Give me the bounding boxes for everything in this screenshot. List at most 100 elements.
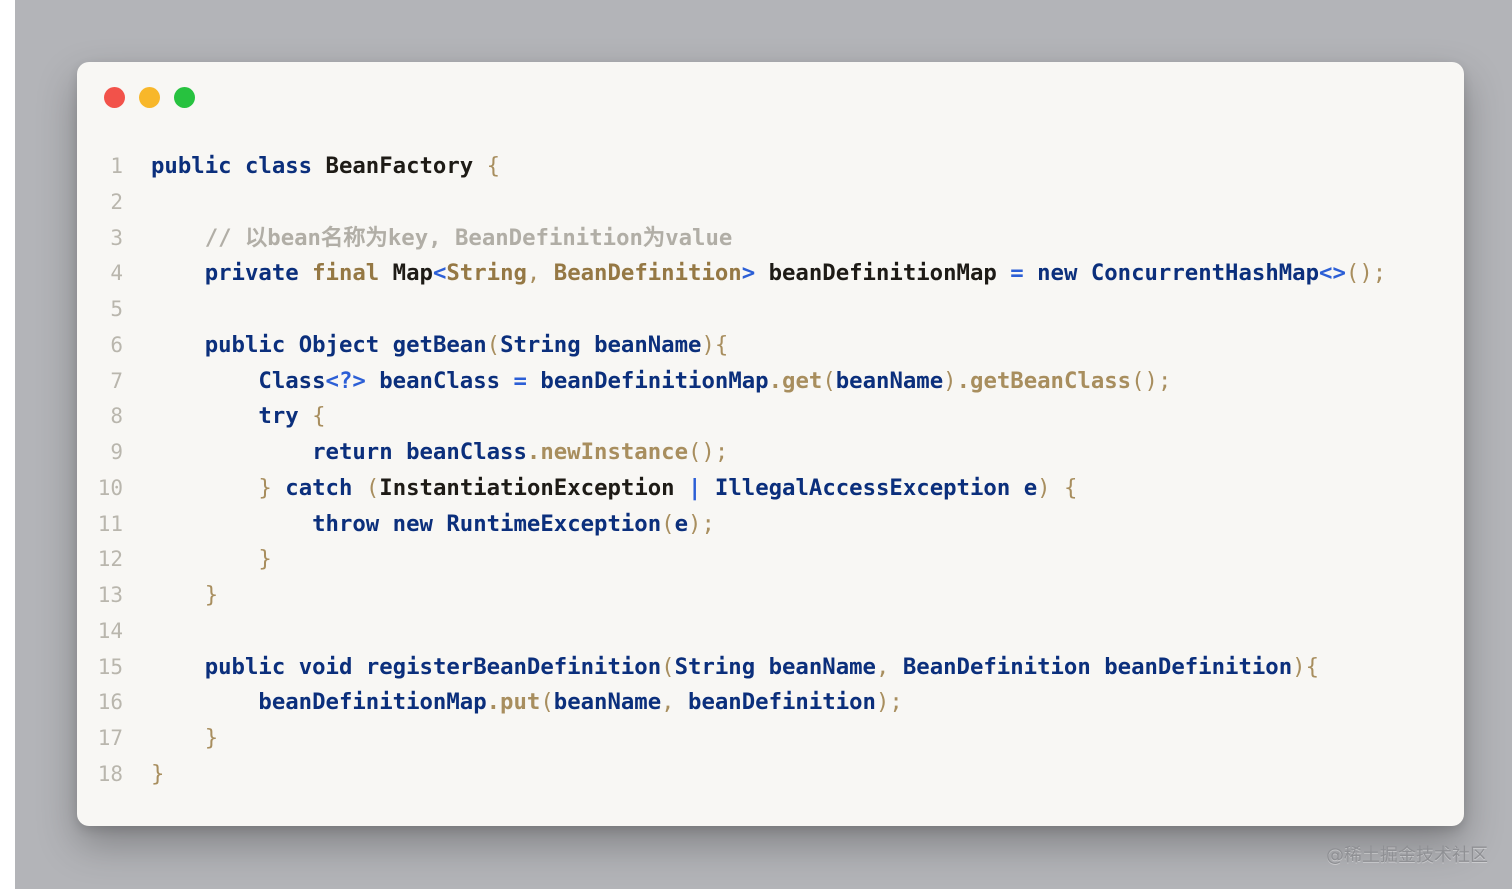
minimize-dot-icon[interactable] [139, 87, 160, 108]
code-token [285, 332, 298, 358]
code-token: ( [661, 510, 675, 537]
code-token: .get [768, 367, 823, 394]
code-token: Object [298, 331, 380, 358]
code-token: { [312, 403, 326, 430]
code-token [379, 511, 392, 537]
code-token: beanDefinition [1104, 653, 1293, 680]
code-token: return [312, 439, 393, 465]
code-line: 18} [77, 757, 1386, 793]
code-text: } catch (InstantiationException | Illega… [151, 471, 1077, 507]
code-token: final [312, 260, 380, 287]
code-token [1091, 654, 1104, 680]
code-token: ) [1037, 474, 1051, 501]
code-token: String [674, 653, 756, 680]
watermark: @稀土掘金技术社区 [1326, 845, 1488, 866]
code-token: (); [1131, 367, 1172, 394]
code-token: { [714, 331, 729, 358]
code-token: .newInstance [526, 439, 688, 465]
code-token: , [661, 689, 689, 716]
code-token: new [1037, 260, 1078, 287]
code-token: String [446, 260, 527, 287]
line-number: 16 [97, 690, 123, 715]
code-token: beanName [553, 689, 662, 716]
line-number: 6 [110, 332, 123, 357]
code-token: beanDefinitionMap [258, 689, 487, 716]
line-number: 7 [110, 368, 123, 393]
code-token: } [151, 760, 165, 787]
code-token: private [204, 260, 299, 287]
line-number: 11 [97, 511, 123, 536]
close-dot-icon[interactable] [104, 87, 125, 108]
code-token [285, 654, 298, 680]
code-token: Class [258, 367, 326, 394]
code-token: class [244, 153, 313, 179]
code-text: Class<?> beanClass = beanDefinitionMap.g… [151, 364, 1171, 400]
code-token: InstantiationException [379, 474, 675, 501]
code-token: } [204, 725, 219, 751]
code-token: ) [943, 367, 957, 394]
code-token [1010, 475, 1023, 501]
code-token: BeanDefinition [553, 260, 742, 287]
code-token: ( [365, 474, 380, 501]
code-token: beanClass [406, 439, 527, 465]
code-token: = [1010, 260, 1024, 287]
code-token: try [258, 403, 299, 430]
code-token [581, 332, 594, 358]
code-token [151, 725, 205, 751]
code-token: Map [379, 260, 433, 287]
code-token: beanDefinition [688, 689, 876, 716]
code-token [272, 475, 285, 501]
code-token [151, 475, 258, 501]
code-token: , [875, 653, 903, 680]
code-text: try { [151, 399, 326, 435]
left-border-strip [0, 0, 15, 889]
code-text: public class BeanFactory { [151, 149, 500, 185]
code-text: beanDefinitionMap.put(beanName, beanDefi… [151, 685, 903, 721]
code-token: catch [285, 474, 353, 501]
code-text: throw new RuntimeException(e); [151, 507, 715, 543]
line-number: 5 [110, 297, 123, 321]
code-token [366, 368, 379, 394]
code-token: beanClass [379, 367, 501, 394]
code-token: e [674, 510, 689, 537]
code-token [151, 511, 312, 537]
code-token: public [151, 153, 232, 179]
code-line: 16 beanDefinitionMap.put(beanName, beanD… [77, 685, 1386, 721]
code-line: 1 public class BeanFactory { [77, 149, 1386, 185]
code-token [755, 654, 768, 680]
code-line: 2 [77, 185, 1386, 221]
line-number: 3 [110, 225, 123, 250]
code-token: <?> [325, 367, 366, 394]
code-token [151, 546, 258, 572]
code-token: (); [688, 439, 729, 465]
code-line: 13 } [77, 578, 1386, 614]
code-token [1077, 260, 1090, 286]
code-line: 4 private final Map<String, BeanDefiniti… [77, 256, 1386, 292]
code-text: } [151, 578, 218, 614]
code-token: beanName [768, 653, 876, 680]
code-text: private final Map<String, BeanDefinition… [151, 256, 1386, 292]
code-token: ) [1292, 653, 1306, 680]
line-number: 8 [110, 404, 123, 429]
code-token [500, 368, 513, 394]
line-number: 1 [110, 154, 123, 178]
code-token: BeanDefinition [902, 653, 1091, 680]
code-token: beanName [594, 331, 702, 358]
code-token: ); [688, 510, 715, 537]
code-token: ); [875, 689, 903, 716]
code-token: beanName [835, 367, 944, 394]
code-token: { [486, 153, 501, 179]
code-token [1051, 475, 1064, 501]
code-token: , [526, 260, 554, 287]
code-line: 14 [77, 614, 1386, 650]
line-number: 2 [110, 189, 123, 214]
code-text: } [151, 721, 218, 757]
maximize-dot-icon[interactable] [174, 87, 195, 108]
code-token: .getBeanClass [956, 367, 1132, 394]
line-number: 12 [97, 547, 123, 572]
code-token: public [204, 331, 286, 358]
code-token [393, 439, 406, 465]
line-number: 9 [110, 440, 123, 464]
